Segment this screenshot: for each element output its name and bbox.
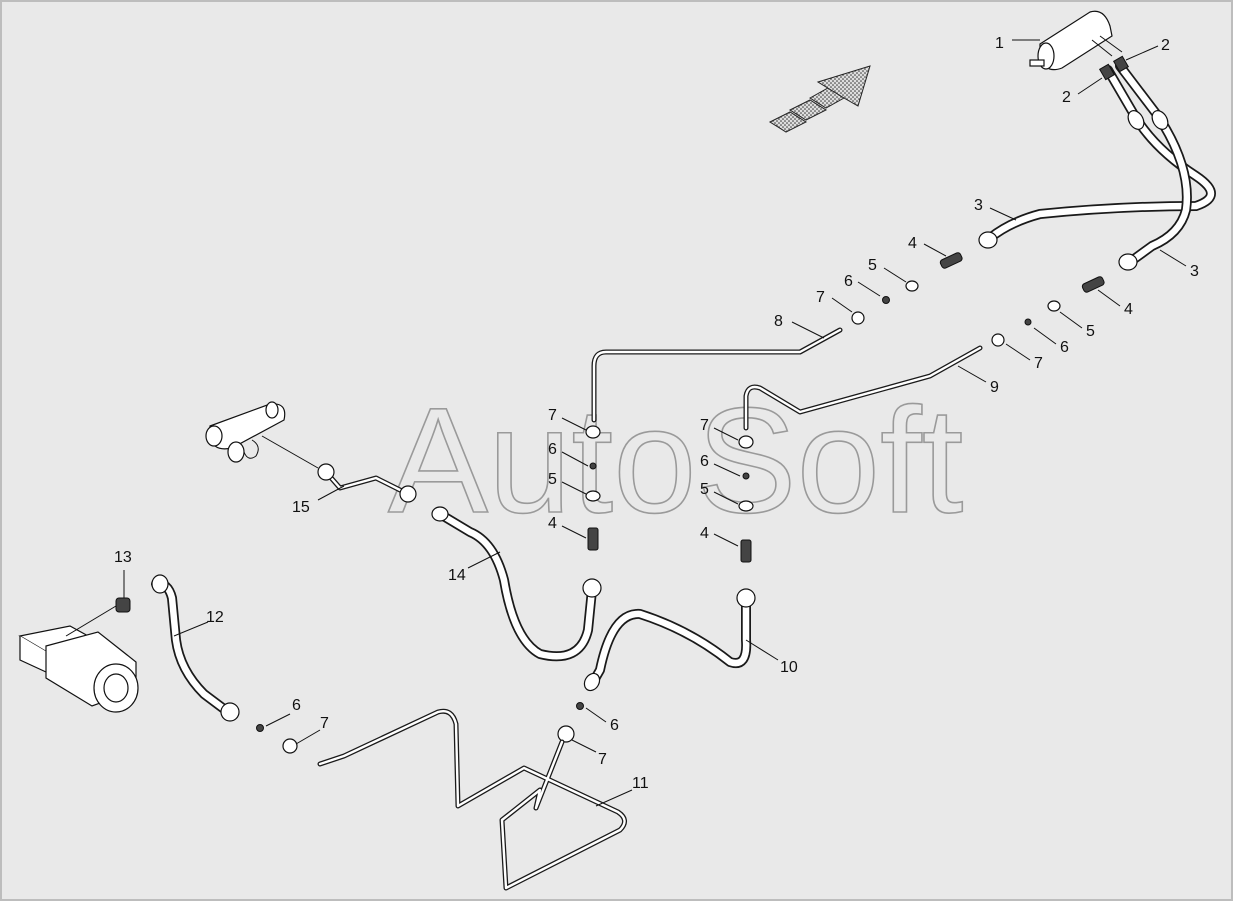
callout-4-upper: 4 [908, 235, 917, 252]
hose-end-12 [220, 702, 240, 722]
callout-5-middle: 5 [1086, 323, 1095, 340]
pipe-8 [591, 327, 843, 423]
callout-7-left-low: 7 [320, 715, 329, 732]
washer-6-left [256, 724, 264, 732]
callout-6-left-low: 6 [292, 697, 301, 714]
actuator-unit [1029, 10, 1123, 71]
direction-arrow-icon [768, 65, 871, 133]
callout-7-left: 7 [548, 407, 557, 424]
callout-3-upper: 3 [974, 197, 983, 214]
callout-8: 8 [774, 313, 783, 330]
hose-end-14 [582, 578, 602, 598]
hose-end-14-left [431, 506, 449, 522]
hose-upper-left [985, 65, 1216, 243]
callout-6-left: 6 [548, 441, 557, 458]
callout-5-left: 5 [548, 471, 557, 488]
callout-6-middle: 6 [1060, 339, 1069, 356]
fitting-2-left [1098, 63, 1116, 81]
callout-9: 9 [990, 379, 999, 396]
hose-end-3b [1118, 253, 1138, 271]
callout-5-right: 5 [700, 481, 709, 498]
hose-end-10 [736, 588, 756, 608]
hose-end-upper-a [1127, 110, 1145, 130]
callout-4-left: 4 [548, 515, 557, 532]
callout-5-upper: 5 [868, 257, 877, 274]
callout-4-right: 4 [700, 525, 709, 542]
hose-upper-right [1115, 61, 1192, 267]
hose-10 [587, 591, 752, 689]
pipe-15 [323, 469, 411, 497]
nut-15-left [317, 463, 335, 481]
callout-7-upper: 7 [816, 289, 825, 306]
fitting-2-right [1112, 55, 1130, 73]
nut-7-left [282, 738, 298, 754]
fitting-chain-middle [991, 276, 1105, 347]
pump-unit [18, 605, 139, 713]
callout-2-left: 2 [1062, 89, 1071, 106]
callout-7-low: 7 [598, 751, 607, 768]
hose-14 [435, 509, 597, 662]
hose-end-3a [978, 231, 998, 249]
hose-end-10-low [583, 672, 601, 692]
hose-end-upper-b [1151, 110, 1169, 130]
callout-12: 12 [206, 609, 224, 626]
callout-2-right: 2 [1161, 37, 1170, 54]
fitting-chain-upper [851, 252, 963, 325]
watermark-text: AutoSoft [388, 376, 963, 544]
callout-7-right: 7 [700, 417, 709, 434]
hose-12 [151, 578, 233, 717]
fitting-13 [115, 597, 131, 613]
washer-6-low [576, 702, 584, 710]
fitting-chain-left-vertical [585, 425, 601, 551]
fitting-chain-right-vertical [738, 435, 754, 563]
callout-4-middle: 4 [1124, 301, 1133, 318]
callout-labels: 1 2 2 3 3 4 4 4 4 5 5 5 5 6 6 6 6 6 6 7 … [114, 35, 1199, 792]
callout-6-upper: 6 [844, 273, 853, 290]
valve-block [205, 401, 286, 463]
leader-lines [123, 39, 1187, 807]
callout-6-right: 6 [700, 453, 709, 470]
callout-15: 15 [292, 499, 310, 516]
callout-13: 13 [114, 549, 132, 566]
elbow-12 [151, 574, 169, 594]
leader-valve [261, 435, 319, 469]
callout-3-lower: 3 [1190, 263, 1199, 280]
callout-6-low: 6 [610, 717, 619, 734]
callout-7-middle: 7 [1034, 355, 1043, 372]
pipe-9 [743, 345, 983, 431]
callout-10: 10 [780, 659, 798, 676]
callout-11: 11 [632, 775, 649, 792]
nut-7-low [557, 725, 575, 743]
nut-15-right [399, 485, 417, 503]
callout-1: 1 [995, 35, 1004, 52]
pipe-11 [317, 708, 627, 891]
callout-14: 14 [448, 567, 466, 584]
